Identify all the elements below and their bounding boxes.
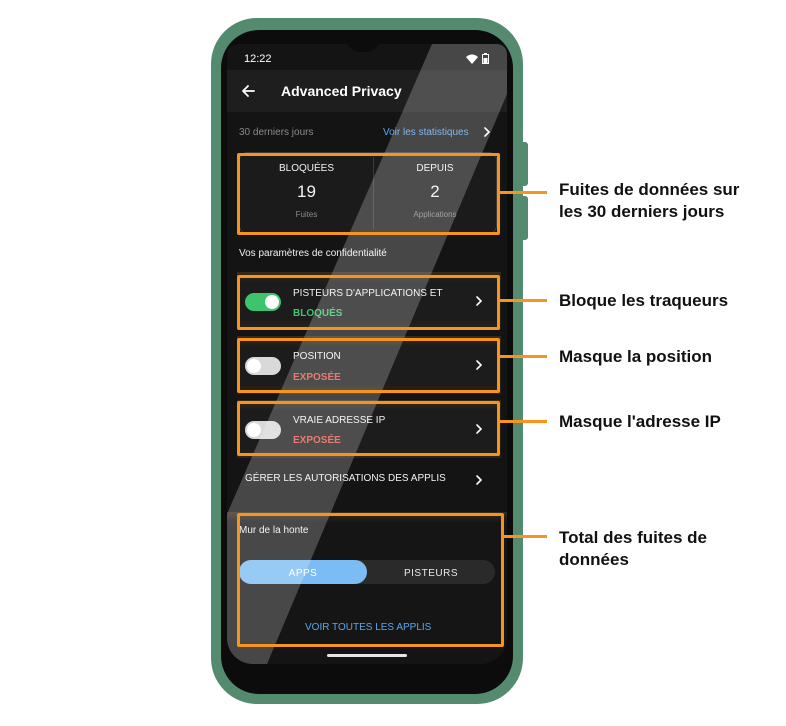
stat-blocked-value: 19 — [297, 182, 316, 201]
stat-blocked-header: BLOQUÉES — [278, 163, 335, 174]
stat-blocked-caption: Fuites — [295, 210, 318, 219]
status-bar: 12:22 — [227, 44, 507, 70]
stats-link[interactable]: Voir les statistiques — [383, 127, 469, 138]
callout-blocks-trackers: Bloque les traqueurs — [559, 291, 729, 310]
ip-toggle[interactable] — [245, 421, 281, 439]
app-bar: Advanced Privacy — [227, 70, 507, 112]
callout-total-leaks-line2: données — [559, 550, 629, 569]
view-all-apps-link[interactable]: VOIR TOUTES LES APPLIS — [305, 622, 432, 633]
setting-row-ip[interactable]: VRAIE ADRESSE IP EXPOSÉE — [237, 400, 501, 458]
location-toggle[interactable] — [245, 357, 281, 375]
chevron-right-icon[interactable] — [472, 358, 486, 372]
stat-apps-header: DEPUIS — [416, 163, 454, 174]
home-indicator[interactable] — [327, 654, 407, 657]
wifi-icon — [466, 54, 478, 64]
power-button — [520, 142, 528, 186]
trackers-title: PISTEURS D'APPLICATIONS ET — [293, 288, 443, 299]
wall-title: Mur de la honte — [239, 525, 309, 536]
volume-button — [520, 196, 528, 240]
stat-apps-value: 2 — [430, 182, 440, 201]
settings-section-title: Vos paramètres de confidentialité — [239, 248, 387, 259]
highlight-stats — [237, 153, 500, 235]
page-title: Advanced Privacy — [281, 83, 402, 99]
callout-data-leaks-line2: les 30 derniers jours — [559, 202, 725, 221]
permissions-title: GÉRER LES AUTORISATIONS DES APPLIS — [245, 473, 446, 484]
connector-line — [500, 299, 547, 302]
callout-total-leaks: Total des fuites de données — [559, 527, 707, 571]
status-time: 12:22 — [244, 53, 272, 65]
highlight-trackers — [237, 275, 500, 330]
chevron-right-icon[interactable] — [472, 422, 486, 436]
highlight-location — [237, 338, 500, 393]
chevron-right-icon[interactable] — [480, 125, 494, 139]
tab-trackers[interactable]: PISTEURS — [367, 560, 495, 584]
wall-section: Mur de la honte APPS PISTEURS VOIR TOUTE… — [227, 512, 507, 642]
tab-apps-label: APPS — [288, 568, 318, 579]
highlight-wall — [237, 513, 504, 647]
location-status: EXPOSÉE — [293, 372, 341, 383]
back-arrow-icon[interactable] — [240, 83, 256, 99]
callout-data-leaks: Fuites de données sur les 30 derniers jo… — [559, 179, 739, 223]
callout-data-leaks-line1: Fuites de données sur — [559, 180, 740, 199]
period-label: 30 derniers jours — [239, 127, 314, 138]
callout-hides-ip: Masque l'adresse IP — [559, 412, 721, 431]
connector-line — [500, 355, 547, 358]
callout-total-leaks-line1: Total des fuites de — [559, 528, 707, 547]
tab-apps[interactable]: APPS — [239, 560, 367, 584]
stat-apps-caption: Applications — [413, 210, 457, 219]
setting-row-location[interactable]: POSITION EXPOSÉE — [237, 336, 501, 394]
setting-row-trackers[interactable]: PISTEURS D'APPLICATIONS ET BLOQUÉS — [237, 272, 501, 330]
location-title: POSITION — [293, 351, 341, 362]
stats-card: BLOQUÉES 19 Fuites DEPUIS 2 Applications — [239, 152, 497, 234]
setting-row-permissions[interactable]: GÉRER LES AUTORISATIONS DES APPLIS — [237, 464, 501, 496]
chevron-right-icon[interactable] — [472, 294, 486, 308]
ip-status: EXPOSÉE — [293, 435, 341, 446]
wall-tabs: APPS PISTEURS — [239, 560, 495, 584]
connector-line — [500, 420, 547, 423]
chevron-right-icon[interactable] — [472, 473, 486, 487]
trackers-status: BLOQUÉS — [293, 308, 343, 319]
tab-trackers-label: PISTEURS — [403, 568, 458, 579]
ip-title: VRAIE ADRESSE IP — [293, 415, 386, 426]
trackers-toggle[interactable] — [245, 293, 281, 311]
stat-blocked: BLOQUÉES 19 Fuites — [240, 153, 373, 233]
stat-apps: DEPUIS 2 Applications — [374, 153, 496, 233]
callout-hides-location: Masque la position — [559, 347, 713, 366]
stats-divider — [373, 157, 374, 229]
connector-line — [500, 191, 547, 194]
highlight-ip — [237, 401, 500, 456]
connector-line — [504, 535, 547, 538]
camera-notch — [346, 30, 380, 52]
battery-icon — [482, 53, 489, 64]
